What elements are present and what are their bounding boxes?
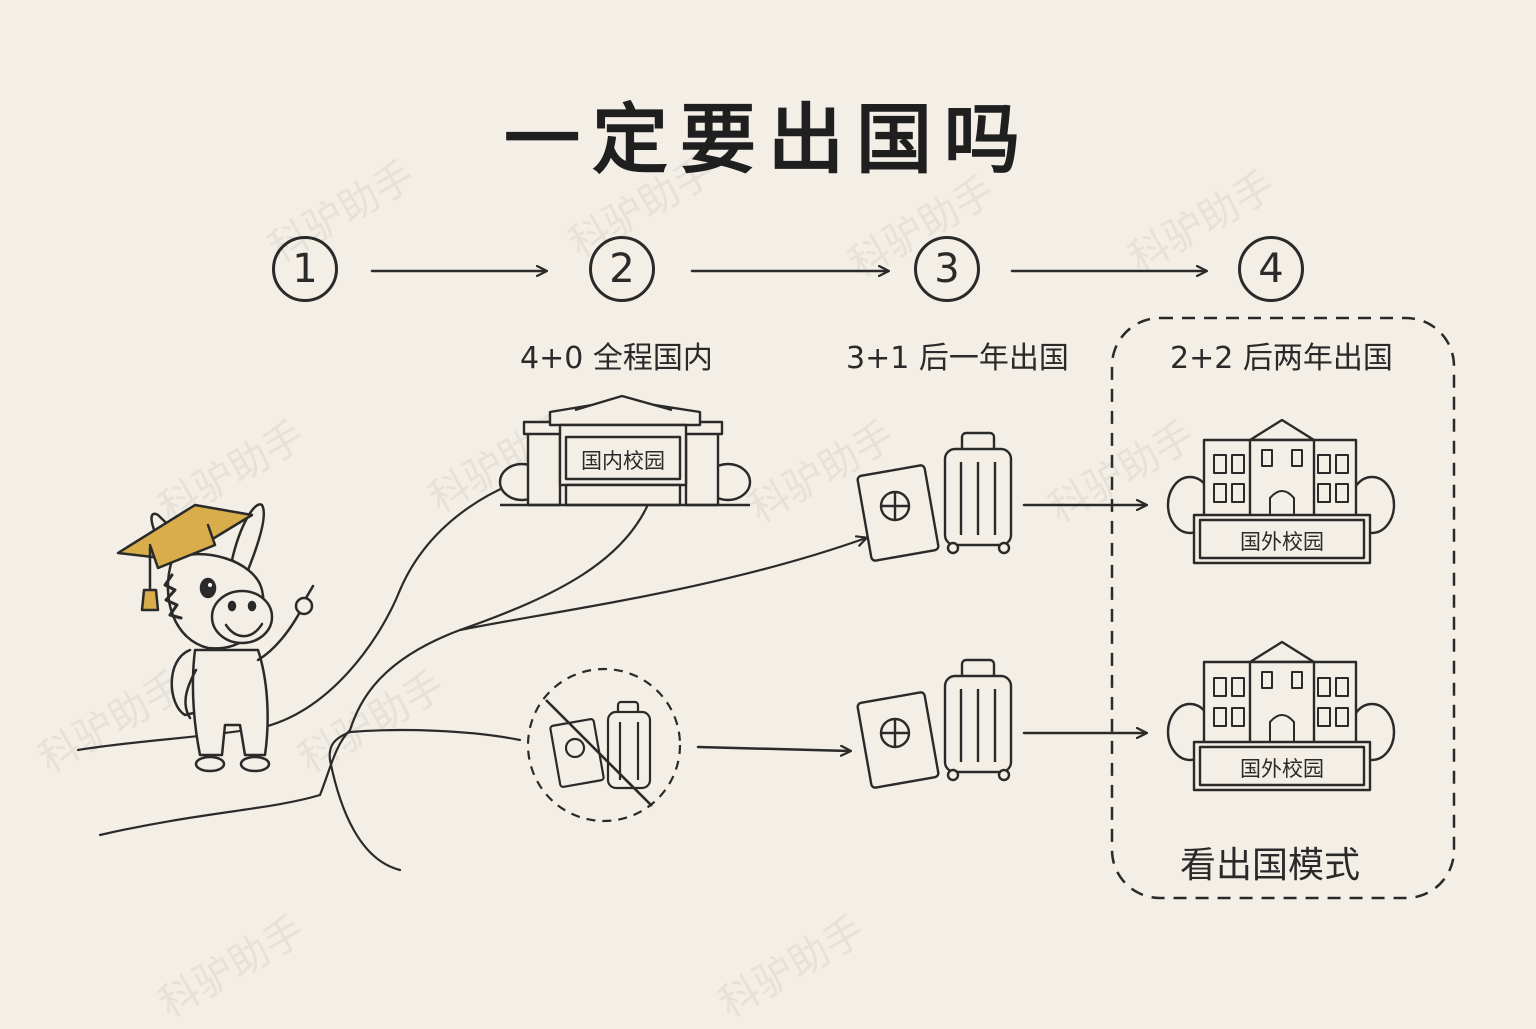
donkey-mascot-icon [116, 503, 315, 773]
option-4-caption: 看出国模式 [1180, 845, 1361, 886]
arrow-notravel-to-travel [696, 747, 850, 751]
passport-suitcase-icon-lower [856, 658, 1013, 789]
road-branch-upper [458, 538, 866, 632]
step-circle-4: 4 [1238, 236, 1304, 302]
diagram-title: 一定要出国吗 [504, 95, 1032, 184]
step-circle-3: 3 [914, 236, 980, 302]
road-edge [328, 728, 522, 872]
foreign-campus-building-icon-top [1166, 418, 1396, 565]
foreign-campus-building-icon-bottom [1166, 640, 1396, 792]
step-circle-2: 2 [589, 236, 655, 302]
foreign-campus-sign-bottom: 国外校园 [1240, 757, 1324, 781]
mode-label-4-0: 4+0 全程国内 [520, 341, 713, 376]
passport-suitcase-icon-upper [856, 431, 1013, 562]
road-edge [98, 498, 652, 837]
flow-arrows [696, 505, 1146, 751]
no-travel-icon [526, 667, 682, 823]
mode-label-2-2: 2+2 后两年出国 [1170, 341, 1393, 376]
foreign-campus-sign-top: 国外校园 [1240, 530, 1324, 554]
step-circle-1: 1 [272, 236, 338, 302]
mode-label-3-1: 3+1 后一年出国 [846, 341, 1069, 376]
domestic-campus-gate-icon [498, 394, 752, 507]
option-4-dashed-box [1110, 316, 1456, 900]
domestic-campus-sign: 国内校园 [581, 449, 665, 473]
